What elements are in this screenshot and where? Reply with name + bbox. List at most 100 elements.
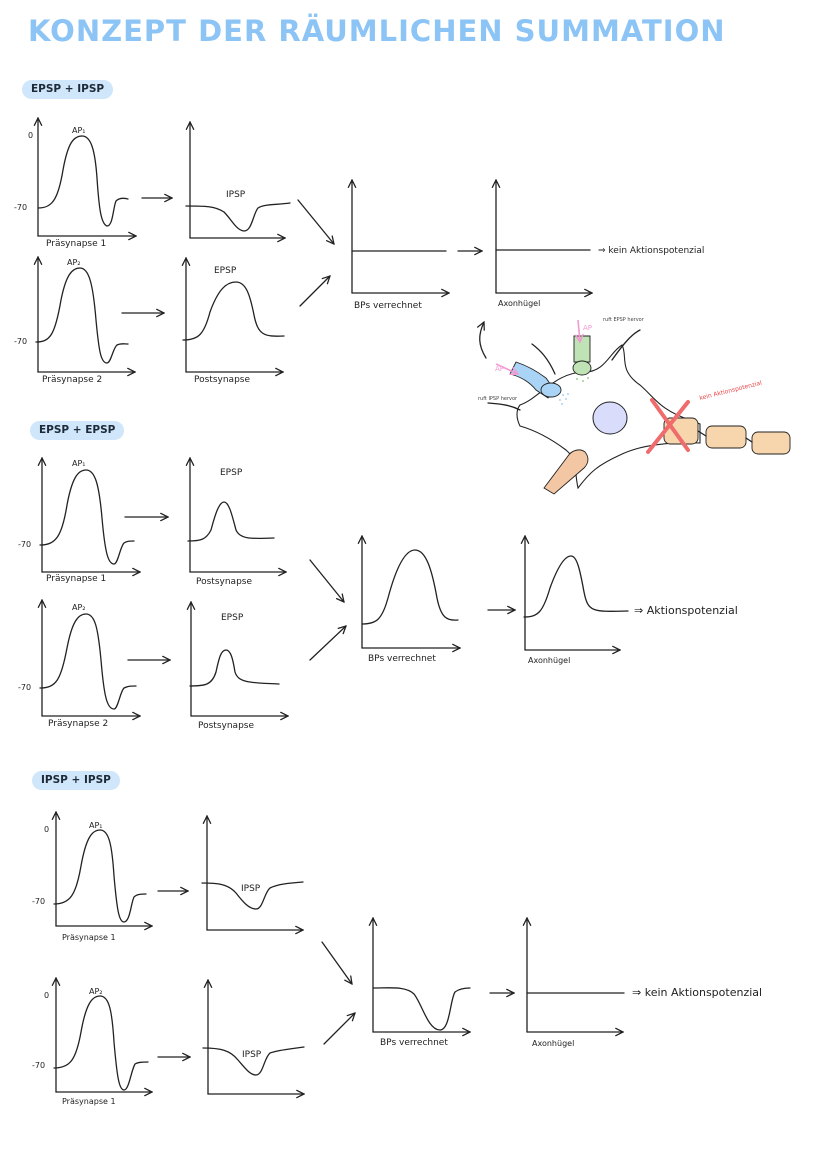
tick-rest: -70 [18,683,31,692]
tick-zero: 0 [44,825,49,834]
graph-presynapse-1: 0 -70 AP₁ Präsynapse 1 [14,118,136,249]
axis-label: Präsynapse 1 [46,574,106,584]
ap-label: AP₁ [72,126,86,135]
action-potential-curve [35,267,129,364]
graph-axon-hillock: Axonhügel [496,180,592,308]
psp-label: IPSP [226,190,246,200]
graph-presynapse-2: 0 -70 AP₂ Präsynapse 1 [32,978,152,1106]
graph-presynapse-1: -70 AP₁ Präsynapse 1 [18,458,140,584]
action-potential-curve [39,613,137,710]
section-ipsp-ipsp: 0 -70 AP₁ Präsynapse 1 IPSP 0 -70 AP₂ Pr… [32,812,762,1106]
result-text: ⇒ Aktionspotenzial [634,604,738,617]
tick-rest: -70 [14,337,27,346]
epsp-bouton [572,360,592,376]
note-no-action-potential: kein Aktionspotenzial [699,380,763,402]
graph-presynapse-2: -70 AP₂ Präsynapse 2 [18,600,140,729]
curved-arrow [480,322,487,359]
action-potential-curve [37,135,129,227]
ipsp-curve [185,202,291,232]
arrow [323,1013,355,1045]
action-potential-curve [523,555,629,618]
section-badge-epsp-epsp: EPSP + EPSP [30,421,125,440]
axis-label: Axonhügel [498,299,540,308]
ap-label: AP₂ [89,987,103,996]
arrow [309,559,344,602]
ipsp-curve [202,1046,305,1076]
axis-label: Postsynapse [198,721,254,731]
result-text: ⇒ kein Aktionspotenzial [632,986,762,999]
lower-dendrite [543,449,589,495]
tick-zero: 0 [44,991,49,1000]
nucleus [592,401,628,435]
dendrite [487,402,521,411]
axis-label: BPs verrechnet [368,654,436,664]
graph-summed-potential: BPs verrechnet [352,180,449,311]
ap-label: AP₂ [72,603,86,612]
axis-label: BPs verrechnet [354,301,422,311]
arrow [299,276,330,307]
arrow [309,626,346,661]
psp-label: EPSP [214,266,237,276]
arrow [297,199,334,244]
summed-ipsp-curve [372,987,471,1031]
axon-line [697,430,753,443]
axis-label: Präsynapse 2 [48,719,108,729]
psp-label: EPSP [220,468,243,478]
axis-label: Präsynapse 1 [46,239,106,249]
ipsp-curve [201,881,304,910]
graph-axon-hillock: Axonhügel [523,536,629,665]
section-badge-ipsp-ipsp: IPSP + IPSP [32,771,120,790]
axis-label: Präsynapse 2 [42,375,102,385]
axis-label: Axonhügel [532,1039,574,1048]
axis-label: BPs verrechnet [380,1038,448,1048]
epsp-curve [187,501,275,542]
section-epsp-ipsp: 0 -70 AP₁ Präsynapse 1 IPSP -70 AP₂ Präs… [14,118,704,385]
psp-label: IPSP [242,1050,262,1060]
graph-summed-potential: BPs verrechnet [362,536,460,664]
tick-rest: -70 [18,540,31,549]
graph-postsynapse-epsp-2: EPSP Postsynapse [190,602,288,731]
myelin-segment [705,425,747,449]
action-potential-curve [39,469,135,565]
dendrite [531,343,556,375]
graph-presynapse-1: 0 -70 AP₁ Präsynapse 1 [32,812,152,942]
graph-postsynapse-ipsp-2: IPSP [202,980,305,1094]
epsp-curve [189,649,280,687]
graph-postsynapse-epsp-1: EPSP Postsynapse [188,458,286,587]
ap-label-top: AP [583,324,592,332]
epsp-curve [182,281,285,341]
dendrite [611,329,641,361]
summed-epsp-curve [361,549,459,625]
graph-postsynapse-ipsp: IPSP [185,122,291,238]
tick-rest: -70 [14,203,27,212]
axis-label: Postsynapse [194,375,250,385]
section-epsp-epsp: -70 AP₁ Präsynapse 1 EPSP Postsynapse -7… [18,458,738,731]
arrow [321,941,352,984]
graph-axon-hillock: Axonhügel [527,918,625,1048]
ap-label: AP₂ [67,258,81,267]
epsp-axon-terminal [573,335,591,363]
ap-arrow-top [578,319,580,342]
graph-summed-potential: BPs verrechnet [373,918,470,1048]
action-potential-curve [53,829,147,923]
graph-presynapse-2: -70 AP₂ Präsynapse 2 [14,257,135,385]
ipsp-bouton [540,382,562,398]
page-title: KONZEPT DER RÄUMLICHEN SUMMATION [28,14,726,48]
neuron-illustration: AP AP ruft IPSP hervor ruft EPSP hervor … [478,317,791,495]
action-potential-curve [53,995,149,1091]
ap-label: AP₁ [72,459,86,468]
tick-rest: -70 [32,897,45,906]
ap-arrow-left [495,363,518,374]
psp-label: EPSP [221,613,244,623]
axis-label: Präsynapse 1 [62,1097,116,1106]
note-epsp: ruft EPSP hervor [603,317,645,323]
myelin-segment [751,431,791,455]
graph-postsynapse-ipsp-1: IPSP [201,816,304,930]
cross-mark [646,398,690,454]
tick-zero: 0 [28,131,33,140]
section-badge-epsp-ipsp: EPSP + IPSP [22,80,114,99]
axis-label: Präsynapse 1 [62,933,116,942]
axis-label: Axonhügel [528,656,570,665]
graph-postsynapse-epsp: EPSP Postsynapse [182,258,285,385]
